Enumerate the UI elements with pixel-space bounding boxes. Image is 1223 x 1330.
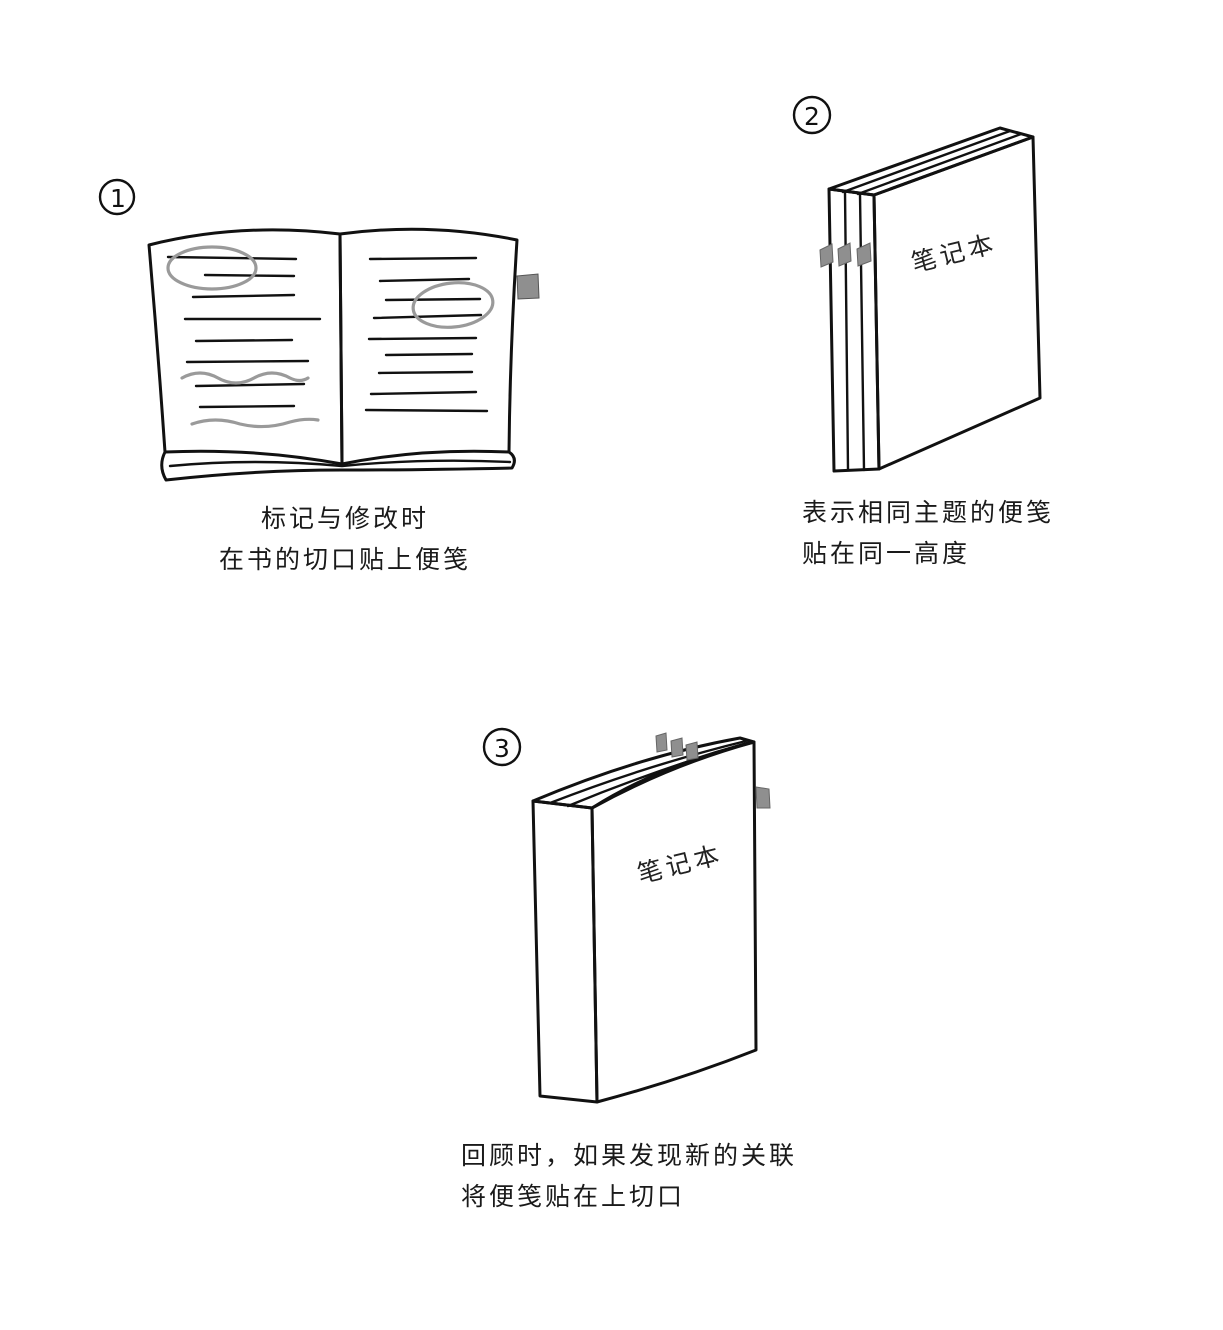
- notebook-cover-title: 笔记本: [908, 229, 999, 278]
- step-2-number-badge: 2: [792, 95, 832, 135]
- notebook-cover: [590, 740, 758, 1104]
- sticky-notes-row: [819, 242, 872, 268]
- step-3-number: 3: [494, 734, 510, 763]
- highlight-circle: [411, 281, 495, 329]
- step-2-caption: 表示相同主题的便笺 贴在同一高度: [802, 492, 1054, 574]
- sticky-note: [670, 737, 684, 758]
- step-3-number-badge: 3: [482, 727, 522, 767]
- step-3-notebook-front: 3 笔记本: [482, 727, 771, 1104]
- caption-line: 贴在同一高度: [802, 539, 971, 568]
- step-3-caption: 回顾时，如果发现新的关联 将便笺贴在上切口: [461, 1135, 797, 1217]
- highlight-circle: [166, 245, 258, 291]
- notebook-top-edge: [531, 736, 756, 810]
- page-edge-line: [858, 192, 866, 472]
- highlight-wavy-underline: [180, 371, 310, 385]
- book-page-edge-line: [168, 459, 512, 468]
- sticky-note: [755, 786, 771, 809]
- book-left-page: [147, 228, 344, 466]
- sticky-note: [837, 242, 852, 267]
- caption-line: 标记与修改时: [260, 504, 429, 533]
- notebook-cover-title: 笔记本: [634, 840, 725, 889]
- left-page-lines: [166, 255, 322, 409]
- sticky-note: [655, 732, 668, 753]
- page-edge-line: [548, 739, 748, 805]
- book-page-block: [160, 450, 516, 482]
- step-2-notebook-side: 2 笔记本: [792, 95, 1042, 473]
- highlight-wavy-underline: [190, 417, 320, 429]
- sticky-notes-top: [655, 732, 699, 761]
- page-edge-line: [841, 129, 1012, 194]
- notebook-spine: [531, 799, 599, 1104]
- step-1-open-book: 1: [98, 178, 540, 482]
- right-page-lines: [364, 256, 489, 413]
- caption-line: 在书的切口贴上便笺: [218, 545, 471, 574]
- sticky-note: [685, 741, 699, 761]
- step-1-number: 1: [110, 184, 126, 213]
- book-right-page: [338, 227, 519, 466]
- caption-line: 回顾时，如果发现新的关联: [461, 1141, 798, 1170]
- notebook-spine: [827, 187, 881, 473]
- step-1-number-badge: 1: [98, 178, 136, 216]
- sticky-note: [516, 273, 540, 300]
- caption-line: 表示相同主题的便笺: [802, 498, 1055, 527]
- caption-line: 将便笺贴在上切口: [461, 1182, 686, 1211]
- step-2-number: 2: [804, 102, 820, 131]
- step-1-caption: 标记与修改时 在书的切口贴上便笺: [200, 498, 490, 580]
- sticky-note: [819, 243, 834, 268]
- sticky-note: [856, 242, 872, 267]
- page-edge-line: [856, 132, 1023, 196]
- page-edge-line: [843, 190, 850, 472]
